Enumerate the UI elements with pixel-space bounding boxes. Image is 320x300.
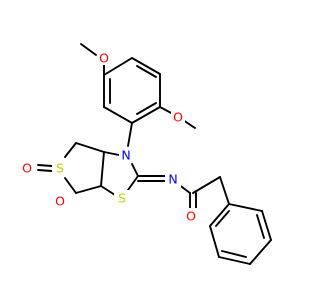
bond [136,102,157,115]
bond [209,225,220,258]
canvas-background [0,0,300,300]
bond [228,203,263,212]
bond [103,57,133,76]
bond [131,163,139,177]
atom-o-sulfone-left: O [19,160,35,176]
bond [131,57,161,75]
atom-n-ring: N [119,147,133,163]
atom-label: S [118,191,126,206]
bond [37,169,53,172]
atom-label-layer: O O N O S O N S [19,51,199,224]
bond [136,65,157,78]
atom-n-imine: N [165,171,181,187]
bond [80,43,97,56]
atom-o-carbonyl: O [183,208,199,224]
bond [103,106,133,124]
atom-label: N [121,148,130,163]
bond [159,106,174,115]
atom-o-methoxy-right: O [171,110,185,125]
atom-label: O [173,110,183,125]
bond [221,250,247,258]
bond [261,210,272,241]
bond [64,177,77,194]
atom-s-sulfone: S [52,160,68,176]
bond [215,210,230,227]
atom-label: O [55,194,65,209]
bond [64,142,77,158]
bond [249,239,272,265]
bond [192,176,221,194]
bond [256,214,265,239]
atom-s-thiazole: S [114,190,130,206]
atom-label: O [22,161,32,176]
atom-label: S [56,161,64,176]
bond [37,164,53,167]
bond [75,185,102,194]
atom-label: N [168,172,177,187]
bond-layer [37,43,272,265]
bond [100,185,116,196]
bond [209,203,230,227]
atom-o-sulfone-bottom: O [52,193,68,209]
molecule-diagram: O O N O S O N S [0,0,300,300]
bond [219,176,230,205]
bond [100,151,105,187]
bond [127,122,133,147]
atom-o-methoxy-top: O [97,51,111,66]
bond [127,175,139,191]
bond [75,142,105,153]
atom-label: O [186,209,196,224]
bond [218,256,251,265]
bond [103,151,120,156]
atom-label: O [99,51,109,66]
bond [131,106,161,124]
